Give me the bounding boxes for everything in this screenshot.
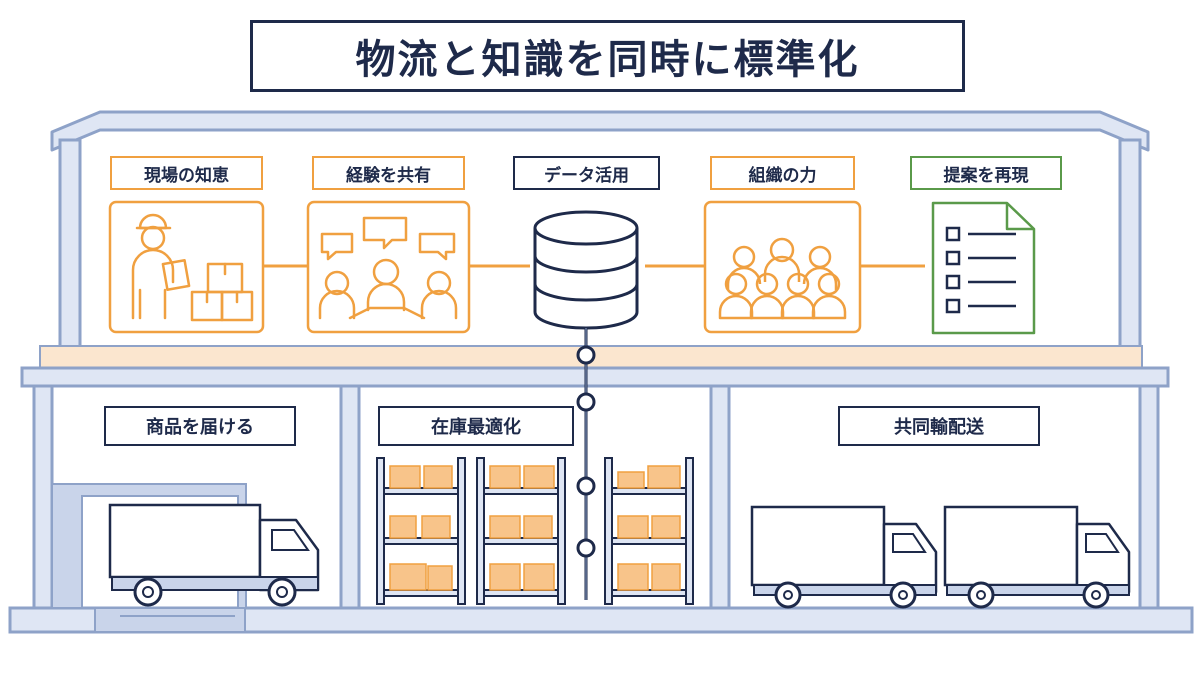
label-reproduce-proposals: 提案を再現 — [910, 156, 1062, 190]
truck-left — [750, 505, 938, 609]
group-icon-frame — [703, 200, 862, 334]
ground-base — [8, 606, 1194, 634]
database-icon — [533, 210, 639, 330]
group-of-people-icon — [718, 237, 847, 320]
upper-floor-walls — [58, 138, 1142, 350]
label-deliver-goods: 商品を届ける — [104, 406, 296, 446]
label-field-wisdom: 現場の知恵 — [110, 156, 263, 190]
discussion-icon-frame — [306, 200, 471, 334]
page-title: 物流と知識を同時に標準化 — [250, 20, 965, 92]
two-trucks-icon — [750, 505, 1131, 609]
label-joint-delivery: 共同輸配送 — [838, 406, 1040, 446]
label-data-utilization: データ活用 — [513, 156, 660, 190]
label-inventory-optimization: 在庫最適化 — [378, 406, 574, 446]
label-organization-power: 組織の力 — [710, 156, 855, 190]
label-share-experience: 経験を共有 — [312, 156, 465, 190]
truck-right — [943, 505, 1131, 609]
checklist-document-icon — [931, 201, 1036, 335]
truck-at-dock-icon — [51, 483, 320, 609]
vertical-connector — [576, 328, 596, 600]
worker-with-clipboard-icon — [131, 213, 254, 322]
floor-beam — [20, 366, 1170, 388]
people-discussion-icon — [318, 216, 458, 320]
storage-shelves-icon — [376, 457, 694, 605]
warehouse-roof — [50, 110, 1150, 152]
